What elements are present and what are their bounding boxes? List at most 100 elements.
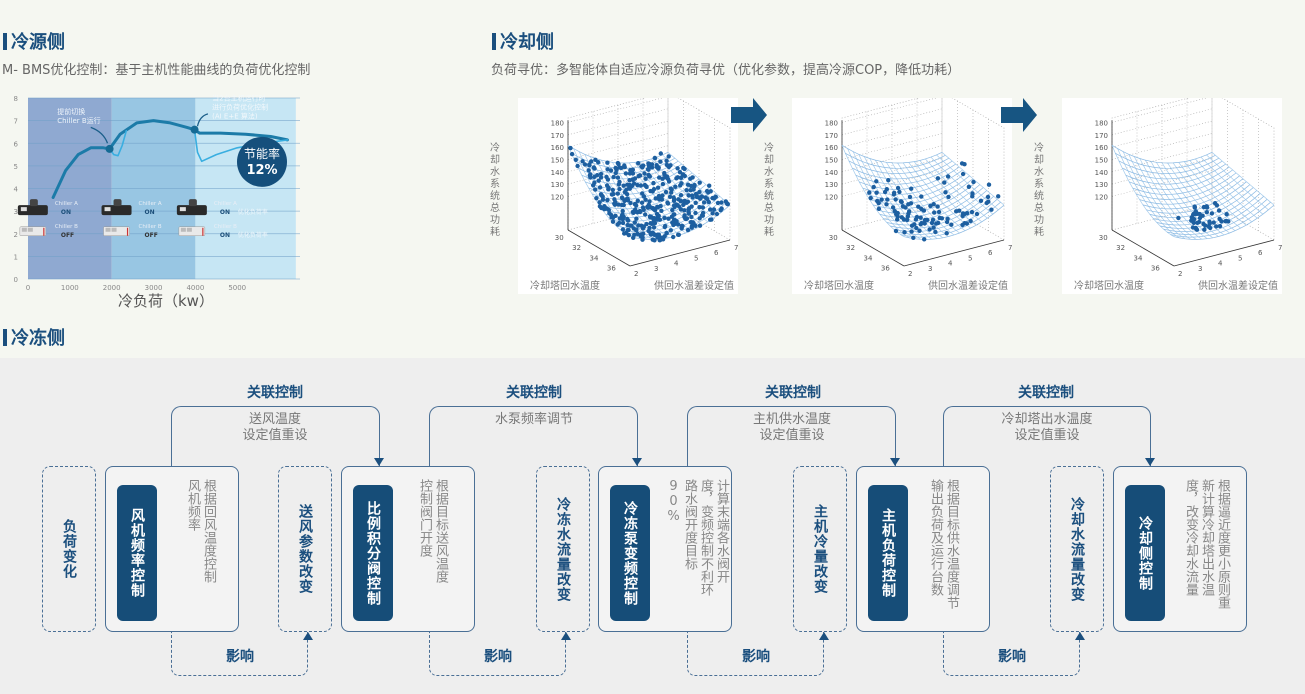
control-label-pill: 主机负荷控制	[868, 485, 908, 621]
control-label-pill: 冷却侧控制	[1125, 485, 1165, 621]
grid-line	[1111, 108, 1213, 136]
z-tick-label: 130	[551, 181, 564, 189]
data-point	[667, 194, 673, 199]
data-point	[593, 157, 598, 162]
data-point	[968, 218, 973, 224]
data-point	[917, 228, 922, 233]
surface-mesh-line	[845, 152, 946, 169]
data-point	[686, 193, 691, 198]
data-point	[954, 209, 959, 214]
y-tick-label: 6	[1258, 249, 1263, 257]
data-point	[655, 205, 661, 210]
control-description: 根据目标送风温度控制阀门开度	[417, 479, 448, 583]
data-point	[616, 182, 621, 187]
data-point	[610, 187, 615, 193]
data-point	[649, 231, 654, 237]
chiller-b-panel	[27, 227, 33, 232]
data-point	[871, 184, 876, 190]
data-point	[690, 195, 695, 200]
data-point	[919, 206, 924, 212]
data-point	[944, 219, 950, 225]
y-tick-label: 0	[14, 276, 18, 284]
data-point	[649, 221, 654, 226]
arrow-down-icon	[374, 458, 384, 466]
grid-line	[1111, 170, 1213, 197]
data-point	[705, 196, 710, 202]
annotation-text: (AI E+E 算法)	[212, 111, 258, 120]
data-point	[884, 187, 889, 192]
data-point	[906, 211, 911, 216]
event-box: 主机冷量改变	[793, 466, 847, 632]
event-box: 冷却水流量改变	[1050, 466, 1104, 632]
relation-text: 主机供水温度 设定值重设	[752, 412, 831, 443]
chiller-b-panel	[186, 227, 192, 232]
control-description: 根据逼近度更小原则重新计算冷却塔出水温度，改变冷却水流量	[1183, 479, 1230, 609]
data-point	[867, 190, 872, 195]
x-tick-label: 32	[572, 244, 581, 252]
chiller-b-label: Chiller B	[55, 224, 78, 230]
data-point	[679, 181, 684, 186]
surface-mesh-line	[1206, 154, 1269, 211]
z-axis-label: 冷却水系统总功耗	[764, 143, 774, 238]
data-point	[623, 171, 629, 176]
relation-title: 关联控制	[1018, 385, 1074, 401]
data-point	[919, 194, 924, 199]
grid-line	[567, 133, 669, 160]
data-point	[912, 222, 917, 227]
data-point	[1194, 227, 1200, 232]
data-point	[718, 208, 723, 213]
data-point	[697, 180, 702, 185]
influence-label: 影响	[484, 649, 512, 665]
data-point	[647, 174, 652, 179]
data-point	[670, 207, 675, 213]
data-point	[689, 225, 694, 230]
data-point	[885, 197, 890, 202]
data-point	[593, 187, 598, 192]
data-point	[978, 198, 984, 203]
control-box-chiller: 主机负荷控制 根据目标供水温度调节输出负荷及运行台数	[856, 466, 990, 632]
data-point	[1214, 224, 1219, 229]
y-tick-label: 5	[14, 163, 18, 171]
annotation-text: Chiller B运行	[57, 116, 100, 125]
influence-label: 影响	[998, 649, 1026, 665]
data-point	[646, 228, 651, 234]
data-point	[676, 232, 681, 237]
data-point	[615, 191, 620, 196]
data-point	[965, 211, 970, 216]
data-point	[650, 237, 655, 242]
data-point	[903, 205, 908, 210]
data-point	[1203, 223, 1208, 228]
grid-line	[1111, 133, 1213, 160]
y-tick-label: 7	[734, 244, 738, 252]
data-point	[986, 182, 992, 187]
y-tick-label: 7	[1008, 244, 1012, 252]
data-point	[971, 179, 976, 185]
data-point	[1191, 220, 1196, 225]
data-point	[932, 210, 937, 215]
data-point	[608, 168, 614, 173]
data-point	[876, 200, 881, 206]
chilled-side-flow-diagram: 关联控制 送风温度 设定值重设 关联控制 水泵频率调节 关联控制 主机供水温度 …	[0, 358, 1305, 694]
data-point	[613, 165, 618, 171]
arrow-right-icon	[1001, 98, 1037, 132]
data-point	[635, 182, 640, 188]
chiller-b-label: Chiller B	[139, 224, 162, 230]
data-point	[598, 175, 604, 180]
data-point	[654, 163, 659, 168]
data-point	[891, 192, 897, 197]
data-point	[1195, 220, 1200, 225]
event-label: 主机冷量改变	[812, 504, 828, 594]
grid-line	[567, 98, 664, 123]
data-point	[964, 221, 970, 226]
data-point	[630, 177, 635, 182]
data-point	[1204, 205, 1210, 210]
data-point	[899, 215, 904, 220]
data-point	[659, 208, 664, 213]
data-point	[874, 179, 879, 184]
data-point	[928, 203, 933, 209]
data-point	[663, 223, 668, 229]
chiller-a-state: ON	[61, 209, 71, 216]
y-tick-label: 7	[14, 118, 18, 126]
